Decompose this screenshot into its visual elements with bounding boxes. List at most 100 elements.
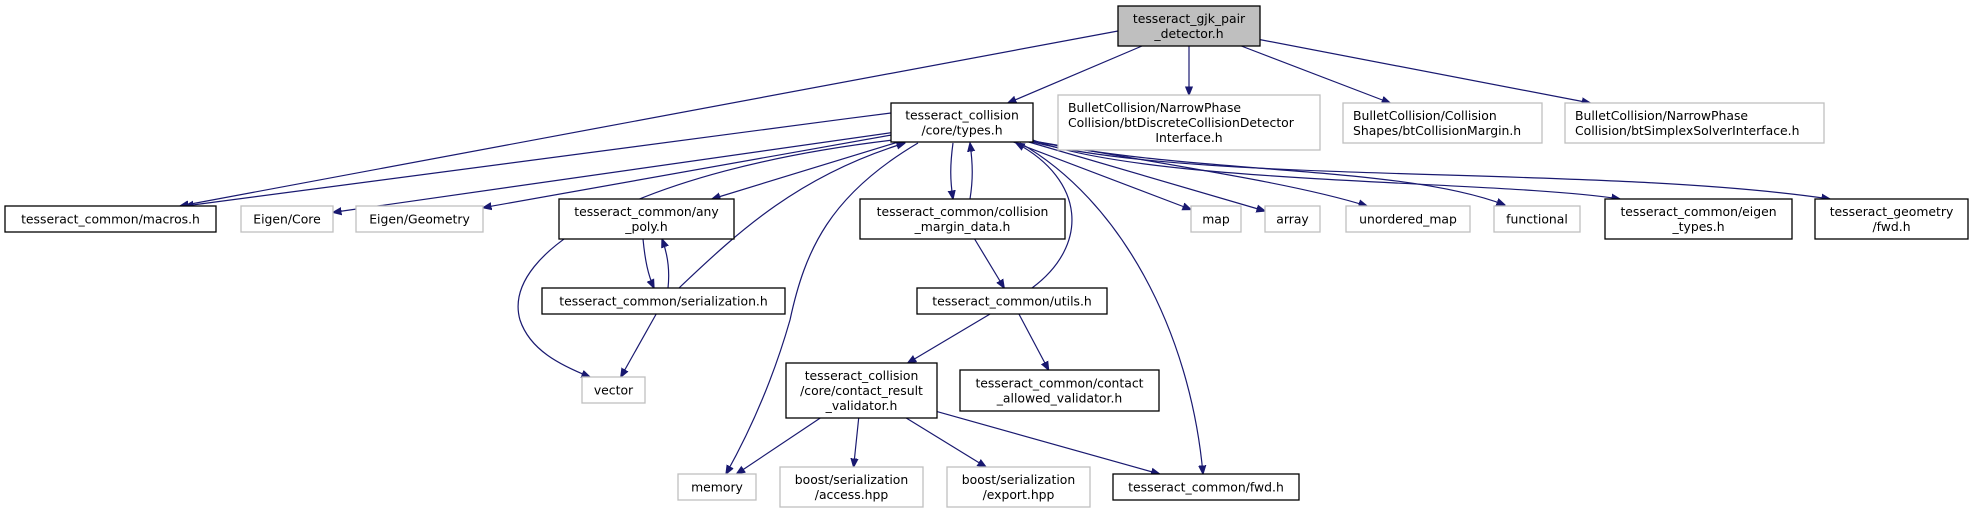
- edge-resultValidator-to-memory: [737, 417, 821, 474]
- node-label: Eigen/Geometry: [369, 212, 470, 227]
- node-label: tesseract_gjk_pair: [1133, 11, 1246, 26]
- node-label: boost/serialization: [795, 472, 908, 487]
- edge-types-to-array: [1028, 141, 1265, 211]
- node-commonFwd[interactable]: tesseract_common/fwd.h: [1112, 473, 1300, 501]
- node-box: [890, 102, 1034, 143]
- edge-resultValidator-to-commonFwd: [936, 411, 1160, 474]
- node-label: tesseract_common/macros.h: [21, 212, 200, 227]
- edge-root-to-macros: [180, 30, 1119, 206]
- node-memory: memory: [677, 473, 757, 501]
- node-label: memory: [691, 480, 743, 495]
- node-box: [959, 369, 1160, 412]
- node-export: boost/serialization/export.hpp: [946, 466, 1091, 508]
- node-box: [581, 376, 646, 404]
- node-types[interactable]: tesseract_collision/core/types.h: [890, 102, 1034, 143]
- node-label: /core/contact_result: [800, 383, 923, 398]
- edges-layer: [180, 30, 1830, 474]
- node-label: _validator.h: [825, 398, 898, 413]
- node-functional: functional: [1493, 205, 1581, 233]
- node-label: _allowed_validator.h: [996, 390, 1123, 405]
- node-label: functional: [1506, 212, 1568, 227]
- node-box: [1264, 205, 1321, 233]
- node-box: [785, 362, 938, 419]
- node-box: [355, 205, 484, 233]
- node-allowedValidator[interactable]: tesseract_common/contact_allowed_validat…: [959, 369, 1160, 412]
- node-label: tesseract_common/utils.h: [932, 294, 1092, 309]
- node-box: [1604, 198, 1793, 240]
- node-serialization[interactable]: tesseract_common/serialization.h: [541, 287, 786, 315]
- node-box: [541, 287, 786, 315]
- node-box: [1342, 102, 1543, 144]
- node-eigenCore: Eigen/Core: [240, 205, 334, 233]
- edge-types-to-marginData: [951, 142, 953, 199]
- edge-resultValidator-to-export: [905, 417, 986, 467]
- node-label: tesseract_geometry: [1830, 204, 1954, 219]
- node-label: tesseract_common/eigen: [1620, 204, 1776, 219]
- edge-types-to-eigenCore: [333, 132, 892, 213]
- node-label: /core/types.h: [921, 122, 1002, 137]
- edge-marginData-to-types: [970, 143, 972, 200]
- node-box: [1564, 102, 1825, 144]
- node-box: [1190, 205, 1242, 233]
- node-label: tesseract_common/any: [574, 204, 719, 219]
- node-macros[interactable]: tesseract_common/macros.h: [4, 205, 217, 233]
- node-label: BulletCollision/NarrowPhase: [1068, 100, 1241, 115]
- edge-serialization-to-anyPoly: [662, 239, 670, 289]
- node-label: tesseract_common/fwd.h: [1128, 480, 1284, 495]
- edge-serialization-to-types: [678, 143, 905, 289]
- edge-serialization-to-vector: [621, 313, 657, 377]
- node-box: [1112, 473, 1300, 501]
- node-label: _margin_data.h: [914, 219, 1011, 234]
- node-label: /fwd.h: [1872, 219, 1910, 234]
- node-box: [558, 198, 735, 240]
- node-utils[interactable]: tesseract_common/utils.h: [916, 287, 1108, 315]
- node-label: /access.hpp: [815, 487, 889, 502]
- edge-types-to-unorderedMap: [1032, 140, 1367, 206]
- node-label: Eigen/Core: [253, 212, 320, 227]
- edge-utils-to-resultValidator: [908, 313, 991, 363]
- node-eigenGeometry: Eigen/Geometry: [355, 205, 484, 233]
- node-marginData[interactable]: tesseract_common/collision_margin_data.h: [859, 198, 1066, 240]
- node-box: [859, 198, 1066, 240]
- edge-resultValidator-to-access: [854, 417, 860, 467]
- node-box: [779, 466, 924, 508]
- node-label: _detector.h: [1153, 26, 1223, 41]
- node-label: tesseract_collision: [905, 108, 1019, 123]
- edge-utils-to-allowedValidator: [1018, 313, 1049, 370]
- node-box: [916, 287, 1108, 315]
- node-box: [1814, 198, 1969, 240]
- node-label: /export.hpp: [983, 487, 1055, 502]
- node-box: [240, 205, 334, 233]
- node-vector: vector: [581, 376, 646, 404]
- node-unorderedMap: unordered_map: [1345, 205, 1471, 233]
- node-resultValidator[interactable]: tesseract_collision/core/contact_result_…: [785, 362, 938, 419]
- node-root: tesseract_gjk_pair_detector.h: [1117, 5, 1261, 47]
- node-label: unordered_map: [1359, 212, 1457, 227]
- node-label: BulletCollision/Collision: [1353, 108, 1497, 123]
- node-label: tesseract_common/serialization.h: [559, 294, 767, 309]
- edge-types-to-eigenGeometry: [483, 134, 892, 208]
- node-anyPoly[interactable]: tesseract_common/any_poly.h: [558, 198, 735, 240]
- edge-types-to-commonFwd: [1019, 142, 1203, 474]
- node-geometryFwd[interactable]: tesseract_geometry/fwd.h: [1814, 198, 1969, 240]
- node-label: tesseract_common/contact: [975, 376, 1143, 391]
- node-btDiscrete: BulletCollision/NarrowPhaseCollision/btD…: [1057, 94, 1321, 151]
- node-btMargin: BulletCollision/CollisionShapes/btCollis…: [1342, 102, 1543, 144]
- node-label: Collision/btDiscreteCollisionDetector: [1068, 115, 1295, 130]
- edge-root-to-btSimplex: [1259, 39, 1590, 103]
- node-access: boost/serialization/access.hpp: [779, 466, 924, 508]
- node-eigenTypes[interactable]: tesseract_common/eigen_types.h: [1604, 198, 1793, 240]
- edge-types-to-geometryFwd: [1032, 141, 1830, 199]
- node-map: map: [1190, 205, 1242, 233]
- edge-utils-to-types: [1016, 143, 1073, 289]
- edge-types-to-eigenTypes: [1032, 139, 1620, 199]
- node-label: Collision/btSimplexSolverInterface.h: [1575, 123, 1799, 138]
- edge-types-to-memory: [726, 142, 919, 474]
- nodes-layer: tesseract_gjk_pair_detector.h tesseract_c…: [4, 5, 1969, 508]
- edge-marginData-to-utils: [974, 238, 1005, 288]
- edge-types-to-functional: [1032, 140, 1505, 205]
- node-label: Shapes/btCollisionMargin.h: [1353, 123, 1521, 138]
- node-array: array: [1264, 205, 1321, 233]
- node-label: BulletCollision/NarrowPhase: [1575, 108, 1748, 123]
